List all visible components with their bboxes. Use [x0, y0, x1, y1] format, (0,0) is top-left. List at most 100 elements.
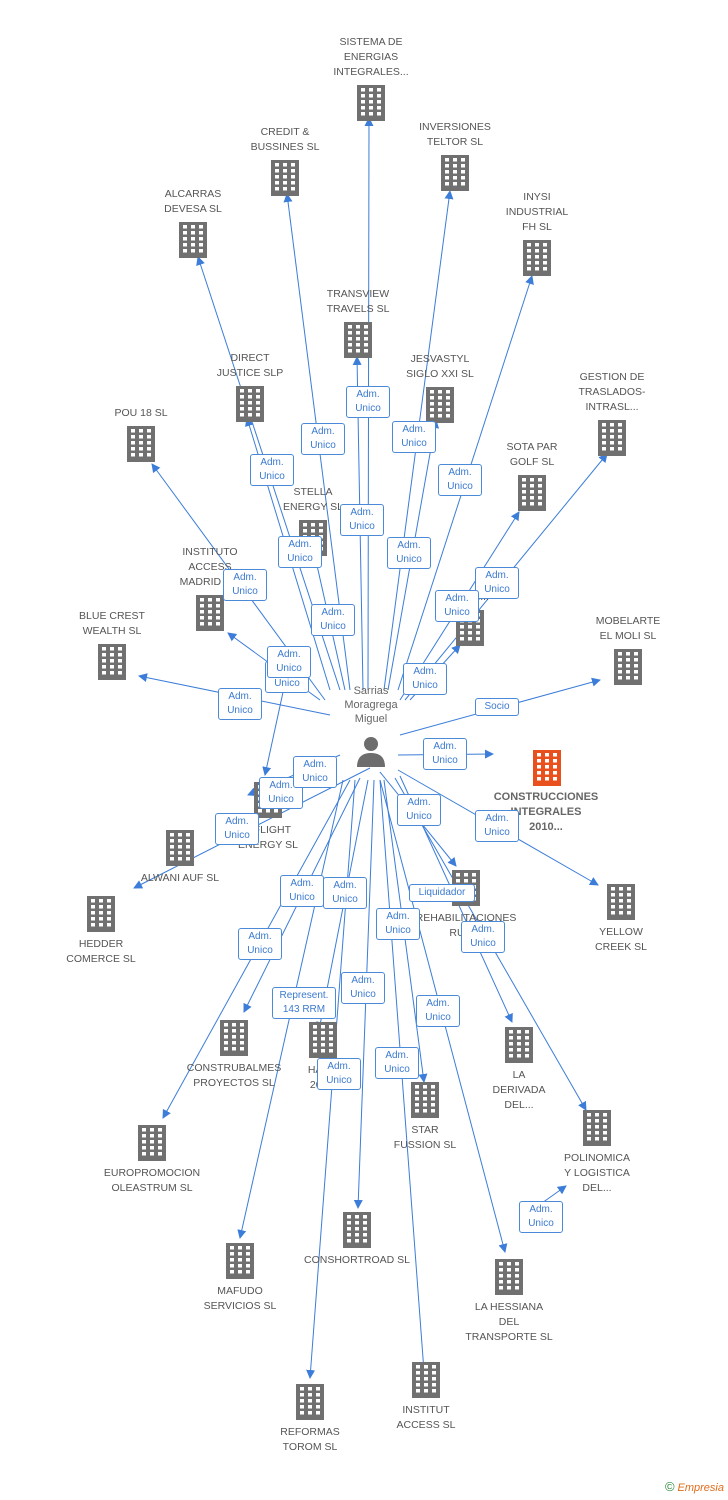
building-icon	[505, 1027, 533, 1063]
role-badge[interactable]: Adm. Unico	[346, 386, 390, 418]
role-badge[interactable]: Adm. Unico	[387, 537, 431, 569]
role-badge[interactable]: Adm. Unico	[403, 663, 447, 695]
role-badge[interactable]: Adm. Unico	[238, 928, 282, 960]
role-badge[interactable]: Adm. Unico	[416, 995, 460, 1027]
role-badge[interactable]: Adm. Unico	[438, 464, 482, 496]
role-badge[interactable]: Adm. Unico	[397, 794, 441, 826]
role-badge[interactable]: Adm. Unico	[293, 756, 337, 788]
role-badge[interactable]: Adm. Unico	[278, 536, 322, 568]
building-icon	[296, 1384, 324, 1420]
role-badge[interactable]: Adm. Unico	[323, 877, 367, 909]
role-badge[interactable]: Liquidador	[409, 884, 475, 902]
building-icon	[138, 1125, 166, 1161]
relation-edge	[379, 779, 429, 1386]
building-icon	[357, 85, 385, 121]
building-icon	[518, 475, 546, 511]
company-node-pou[interactable]: POU 18 SL	[114, 407, 168, 462]
building-icon	[87, 896, 115, 932]
role-badge[interactable]: Adm. Unico	[317, 1058, 361, 1090]
role-badge[interactable]: Adm. Unico	[301, 423, 345, 455]
company-label: CONSHORTROAD SL	[304, 1254, 410, 1266]
role-badge[interactable]: Adm. Unico	[461, 921, 505, 953]
building-icon	[495, 1259, 523, 1295]
building-icon	[271, 160, 299, 196]
role-badge[interactable]: Represent. 143 RRM	[272, 987, 336, 1019]
role-badge[interactable]: Adm. Unico	[376, 908, 420, 940]
role-badge[interactable]: Adm. Unico	[250, 454, 294, 486]
role-badge[interactable]: Socio	[475, 698, 519, 716]
building-icon	[179, 222, 207, 258]
building-icon	[441, 155, 469, 191]
role-badge[interactable]: Adm. Unico	[218, 688, 262, 720]
company-node-conshortroad[interactable]: CONSHORTROAD SL	[304, 1212, 410, 1266]
role-badge[interactable]: Adm. Unico	[392, 421, 436, 453]
role-badge[interactable]: Adm. Unico	[311, 604, 355, 636]
company-label: POU 18 SL	[114, 407, 167, 419]
building-icon	[98, 644, 126, 680]
role-badge[interactable]: Adm. Unico	[435, 590, 479, 622]
role-badge[interactable]: Adm. Unico	[341, 972, 385, 1004]
role-badge[interactable]: Adm. Unico	[267, 646, 311, 678]
company-label: CREDIT &BUSSINES SL	[251, 126, 320, 153]
role-badge[interactable]: Adm. Unico	[223, 569, 267, 601]
role-badge[interactable]: Adm. Unico	[280, 875, 324, 907]
building-icon	[344, 322, 372, 358]
role-badge[interactable]: Adm. Unico	[475, 810, 519, 842]
building-icon	[607, 884, 635, 920]
role-badge[interactable]: Adm. Unico	[519, 1201, 563, 1233]
building-icon	[614, 649, 642, 685]
role-badge[interactable]: Adm. Unico	[215, 813, 259, 845]
role-badge[interactable]: Adm. Unico	[475, 567, 519, 599]
building-icon	[166, 830, 194, 866]
company-node-credit[interactable]: CREDIT &BUSSINES SL	[251, 126, 320, 196]
building-icon	[426, 387, 454, 423]
role-badge[interactable]: Adm. Unico	[340, 504, 384, 536]
building-icon	[583, 1110, 611, 1146]
building-icon	[533, 750, 561, 786]
role-badge[interactable]: Adm. Unico	[375, 1047, 419, 1079]
footer-brand[interactable]: ©Empresia	[665, 1479, 724, 1494]
building-icon	[220, 1020, 248, 1056]
role-badge[interactable]: Adm. Unico	[423, 738, 467, 770]
company-node-alwani[interactable]: ALWANI AUF SL	[141, 830, 219, 884]
